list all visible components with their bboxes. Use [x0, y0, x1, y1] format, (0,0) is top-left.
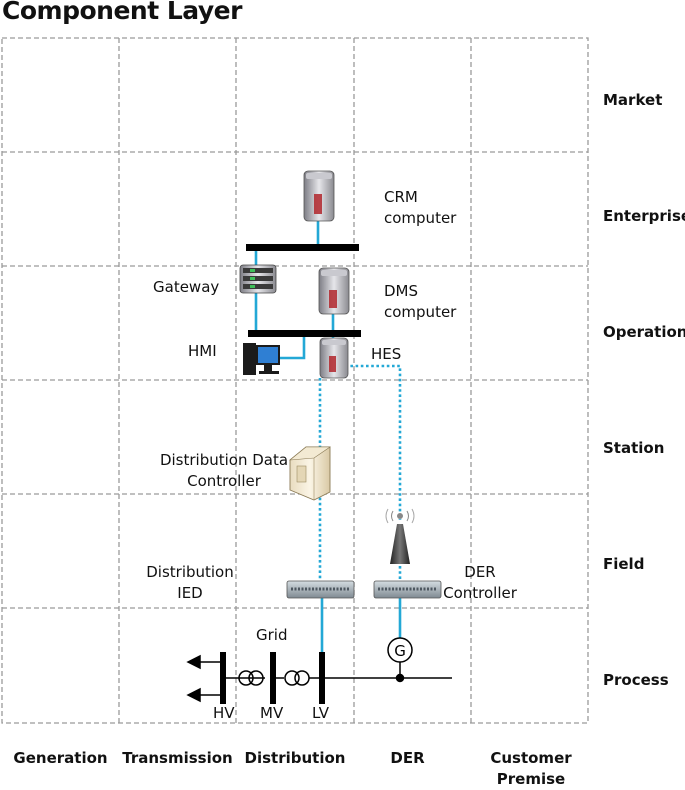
domain-customer-premise: Customer Premise	[490, 749, 572, 788]
domain-der: DER	[390, 749, 425, 767]
label-dms-computer: DMS computer	[384, 282, 457, 321]
domain-distribution: Distribution	[244, 749, 346, 767]
dotted-links	[318, 364, 402, 580]
communication-links	[254, 220, 402, 655]
enterprise-bus	[246, 244, 359, 251]
label-hv: HV	[213, 704, 235, 722]
label-hmi: HMI	[188, 342, 217, 360]
label-lv: LV	[312, 704, 329, 722]
gateway-icon	[239, 264, 277, 294]
dms-server-icon	[318, 267, 350, 315]
zone-operation: Operation	[603, 323, 685, 341]
label-gateway: Gateway	[153, 278, 220, 296]
hmi-computer-icon	[243, 343, 280, 375]
hes-server-icon	[319, 337, 349, 379]
label-grid: Grid	[256, 626, 288, 644]
zone-field: Field	[603, 555, 645, 573]
domain-transmission: Transmission	[122, 749, 233, 767]
label-crm-computer: CRM computer	[384, 188, 457, 227]
der-switch-icon	[373, 580, 442, 599]
zone-station: Station	[603, 439, 665, 457]
label-mv: MV	[260, 704, 284, 722]
zone-process: Process	[603, 671, 669, 689]
zone-enterprise: Enterprise	[603, 207, 685, 225]
generator-symbol: G	[394, 642, 406, 660]
operation-bus	[248, 330, 361, 337]
label-hes: HES	[371, 345, 402, 363]
domain-generation: Generation	[13, 749, 108, 767]
antenna-icon	[385, 508, 415, 564]
power-grid	[186, 637, 452, 704]
grid-lines	[1, 37, 589, 724]
ied-switch-icon	[286, 580, 355, 599]
zone-market: Market	[603, 91, 663, 109]
label-distribution-data-controller: Distribution Data Controller	[159, 451, 289, 490]
page-title: Component Layer	[2, 0, 242, 25]
label-der-controller: DER Controller	[443, 563, 517, 602]
label-distribution-ied: Distribution IED	[146, 563, 234, 602]
crm-server-icon	[303, 170, 335, 222]
data-controller-icon	[289, 446, 331, 501]
